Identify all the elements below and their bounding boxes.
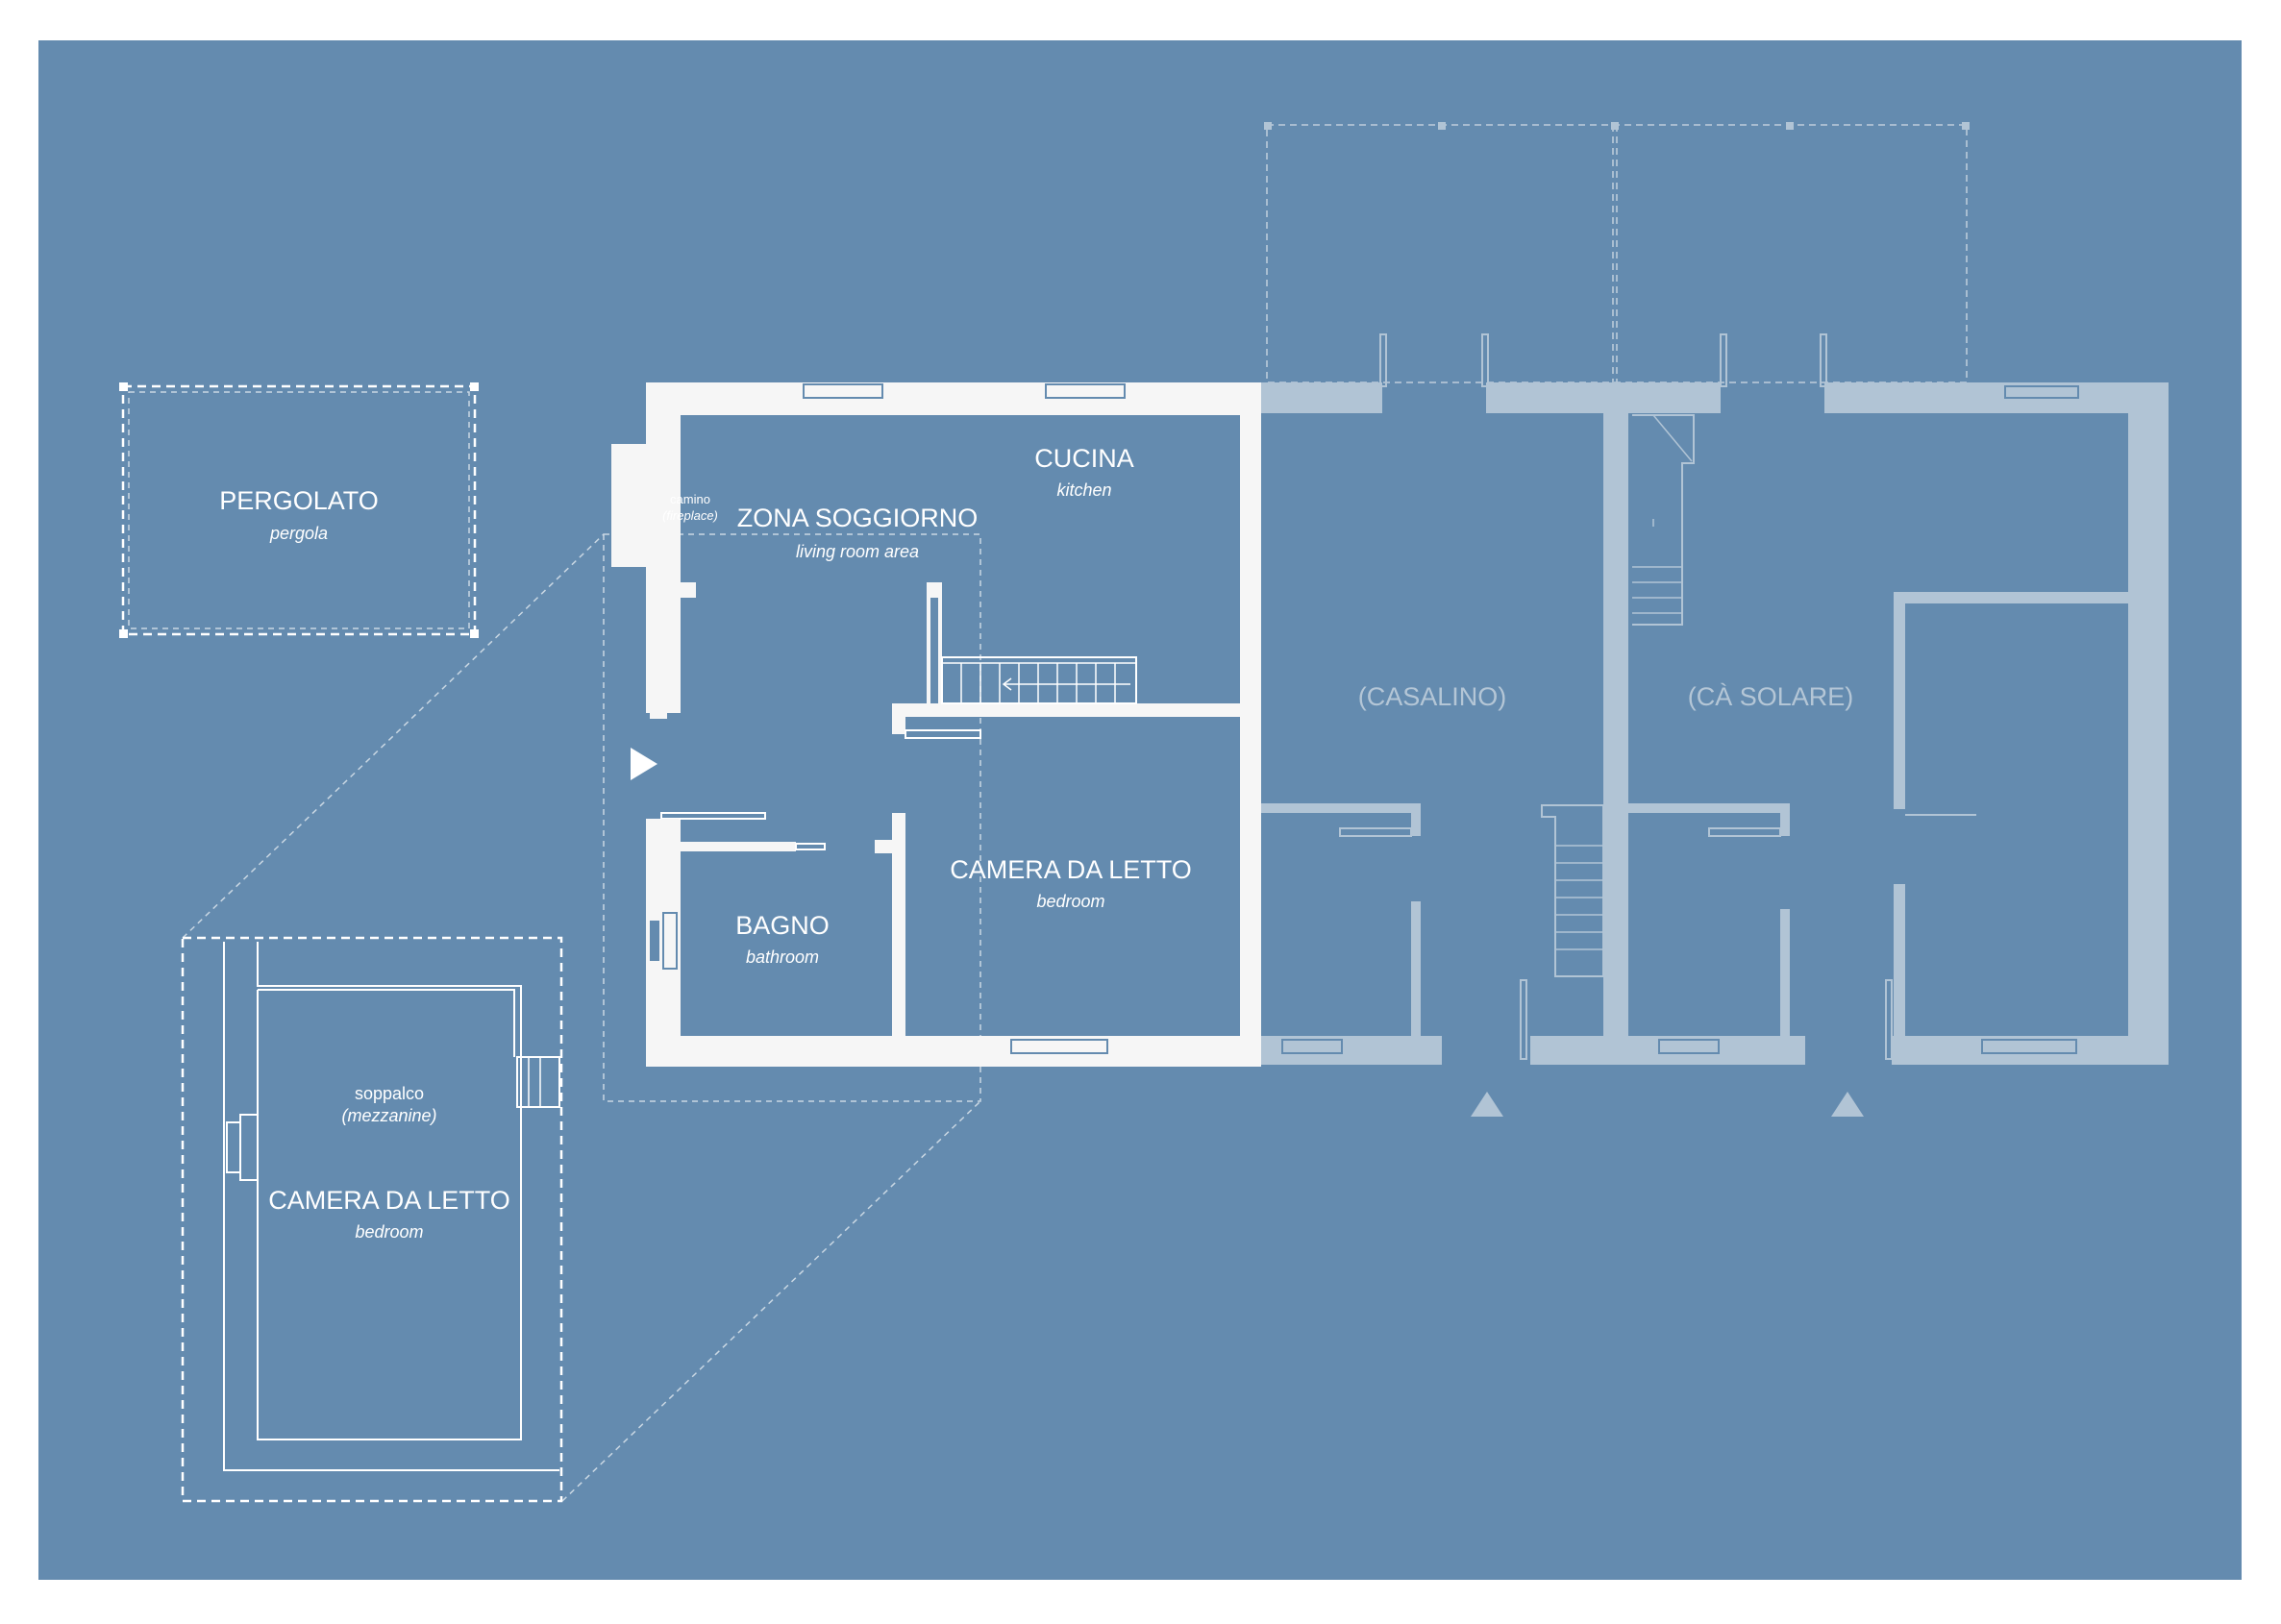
camino-subtitle: (fireplace) (662, 508, 718, 523)
neighbour-buildings: (CASALINO) (CÀ SOLARE) (1261, 122, 2169, 1117)
entrance-arrow-icon (1831, 1092, 1864, 1117)
bagno-subtitle: bathroom (746, 947, 819, 967)
soggiorno-title: ZONA SOGGIORNO (737, 504, 979, 532)
bagno-title: BAGNO (735, 911, 830, 940)
main-house: camino (fireplace) CUCINA kitchen ZONA S… (603, 382, 1261, 1102)
camera-mezz-title: CAMERA DA LETTO (268, 1186, 510, 1215)
plan-background (38, 40, 2242, 1580)
pergolato-subtitle: pergola (269, 524, 328, 543)
entrance-arrow-icon (1471, 1092, 1503, 1117)
cucina-subtitle: kitchen (1056, 480, 1111, 500)
mezzanine-detail: soppalco (mezzanine) CAMERA DA LETTO bed… (181, 533, 981, 1503)
camera-main-subtitle: bedroom (1036, 892, 1104, 911)
pergolato-title: PERGOLATO (219, 486, 379, 515)
soggiorno-subtitle: living room area (796, 542, 919, 561)
entrance-arrow-icon (631, 748, 657, 780)
camera-mezz-subtitle: bedroom (355, 1222, 423, 1242)
soppalco-title: soppalco (355, 1084, 424, 1103)
pergolato-area: PERGOLATO pergola (119, 382, 479, 638)
cucina-title: CUCINA (1034, 444, 1134, 473)
casalino-label: (CASALINO) (1358, 682, 1507, 711)
camera-main-title: CAMERA DA LETTO (950, 855, 1192, 884)
soppalco-subtitle: (mezzanine) (341, 1106, 436, 1125)
stairs-icon (941, 656, 1137, 704)
ca-solare-label: (CÀ SOLARE) (1688, 682, 1854, 711)
camino-title: camino (670, 492, 710, 506)
